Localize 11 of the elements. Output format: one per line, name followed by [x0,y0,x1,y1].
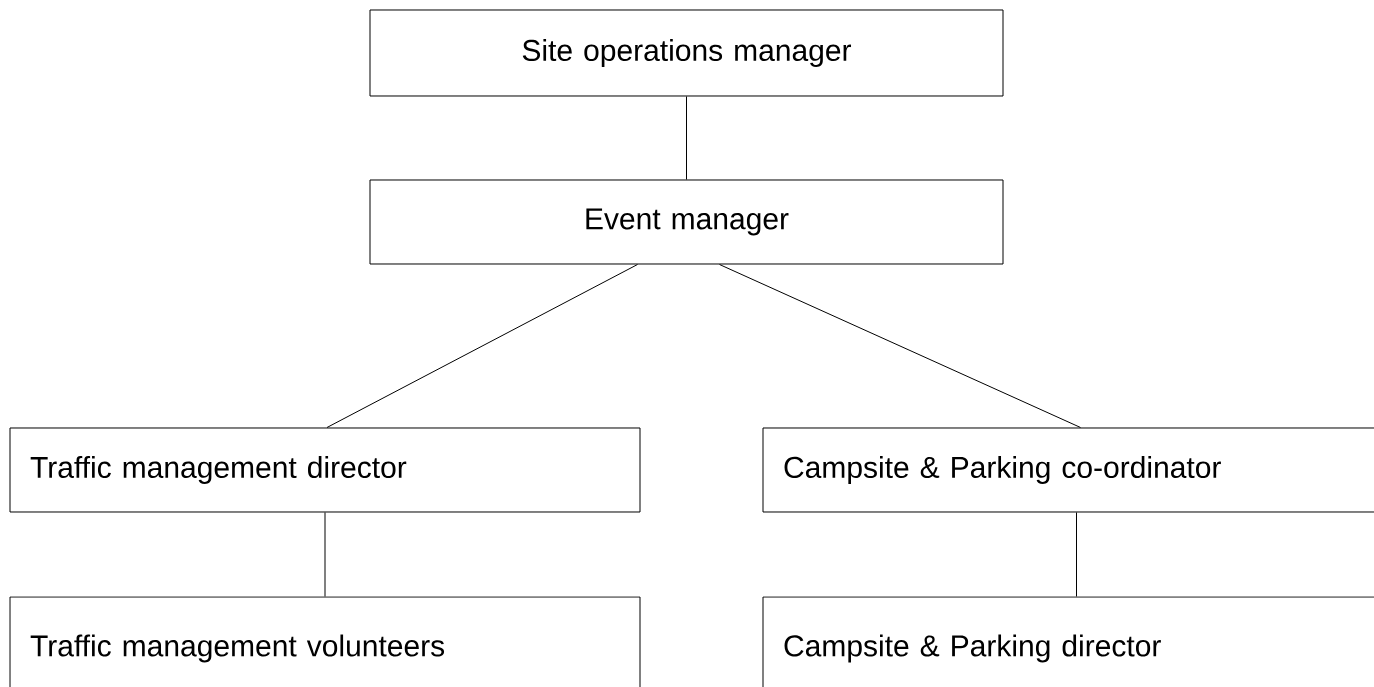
org-box: Traffic management director [9,427,641,513]
connector-line [719,264,1081,428]
connector-line [686,96,687,180]
org-box: Campsite & Parking director [762,596,1374,687]
connector-line [324,512,326,597]
org-box: Site operations manager [369,9,1004,97]
org-box: Traffic management volunteers [9,596,641,687]
org-box: Campsite & Parking co-ordinator [762,427,1374,513]
connector-line [326,264,638,428]
connector-line [1076,512,1077,597]
org-box: Event manager [369,179,1004,265]
